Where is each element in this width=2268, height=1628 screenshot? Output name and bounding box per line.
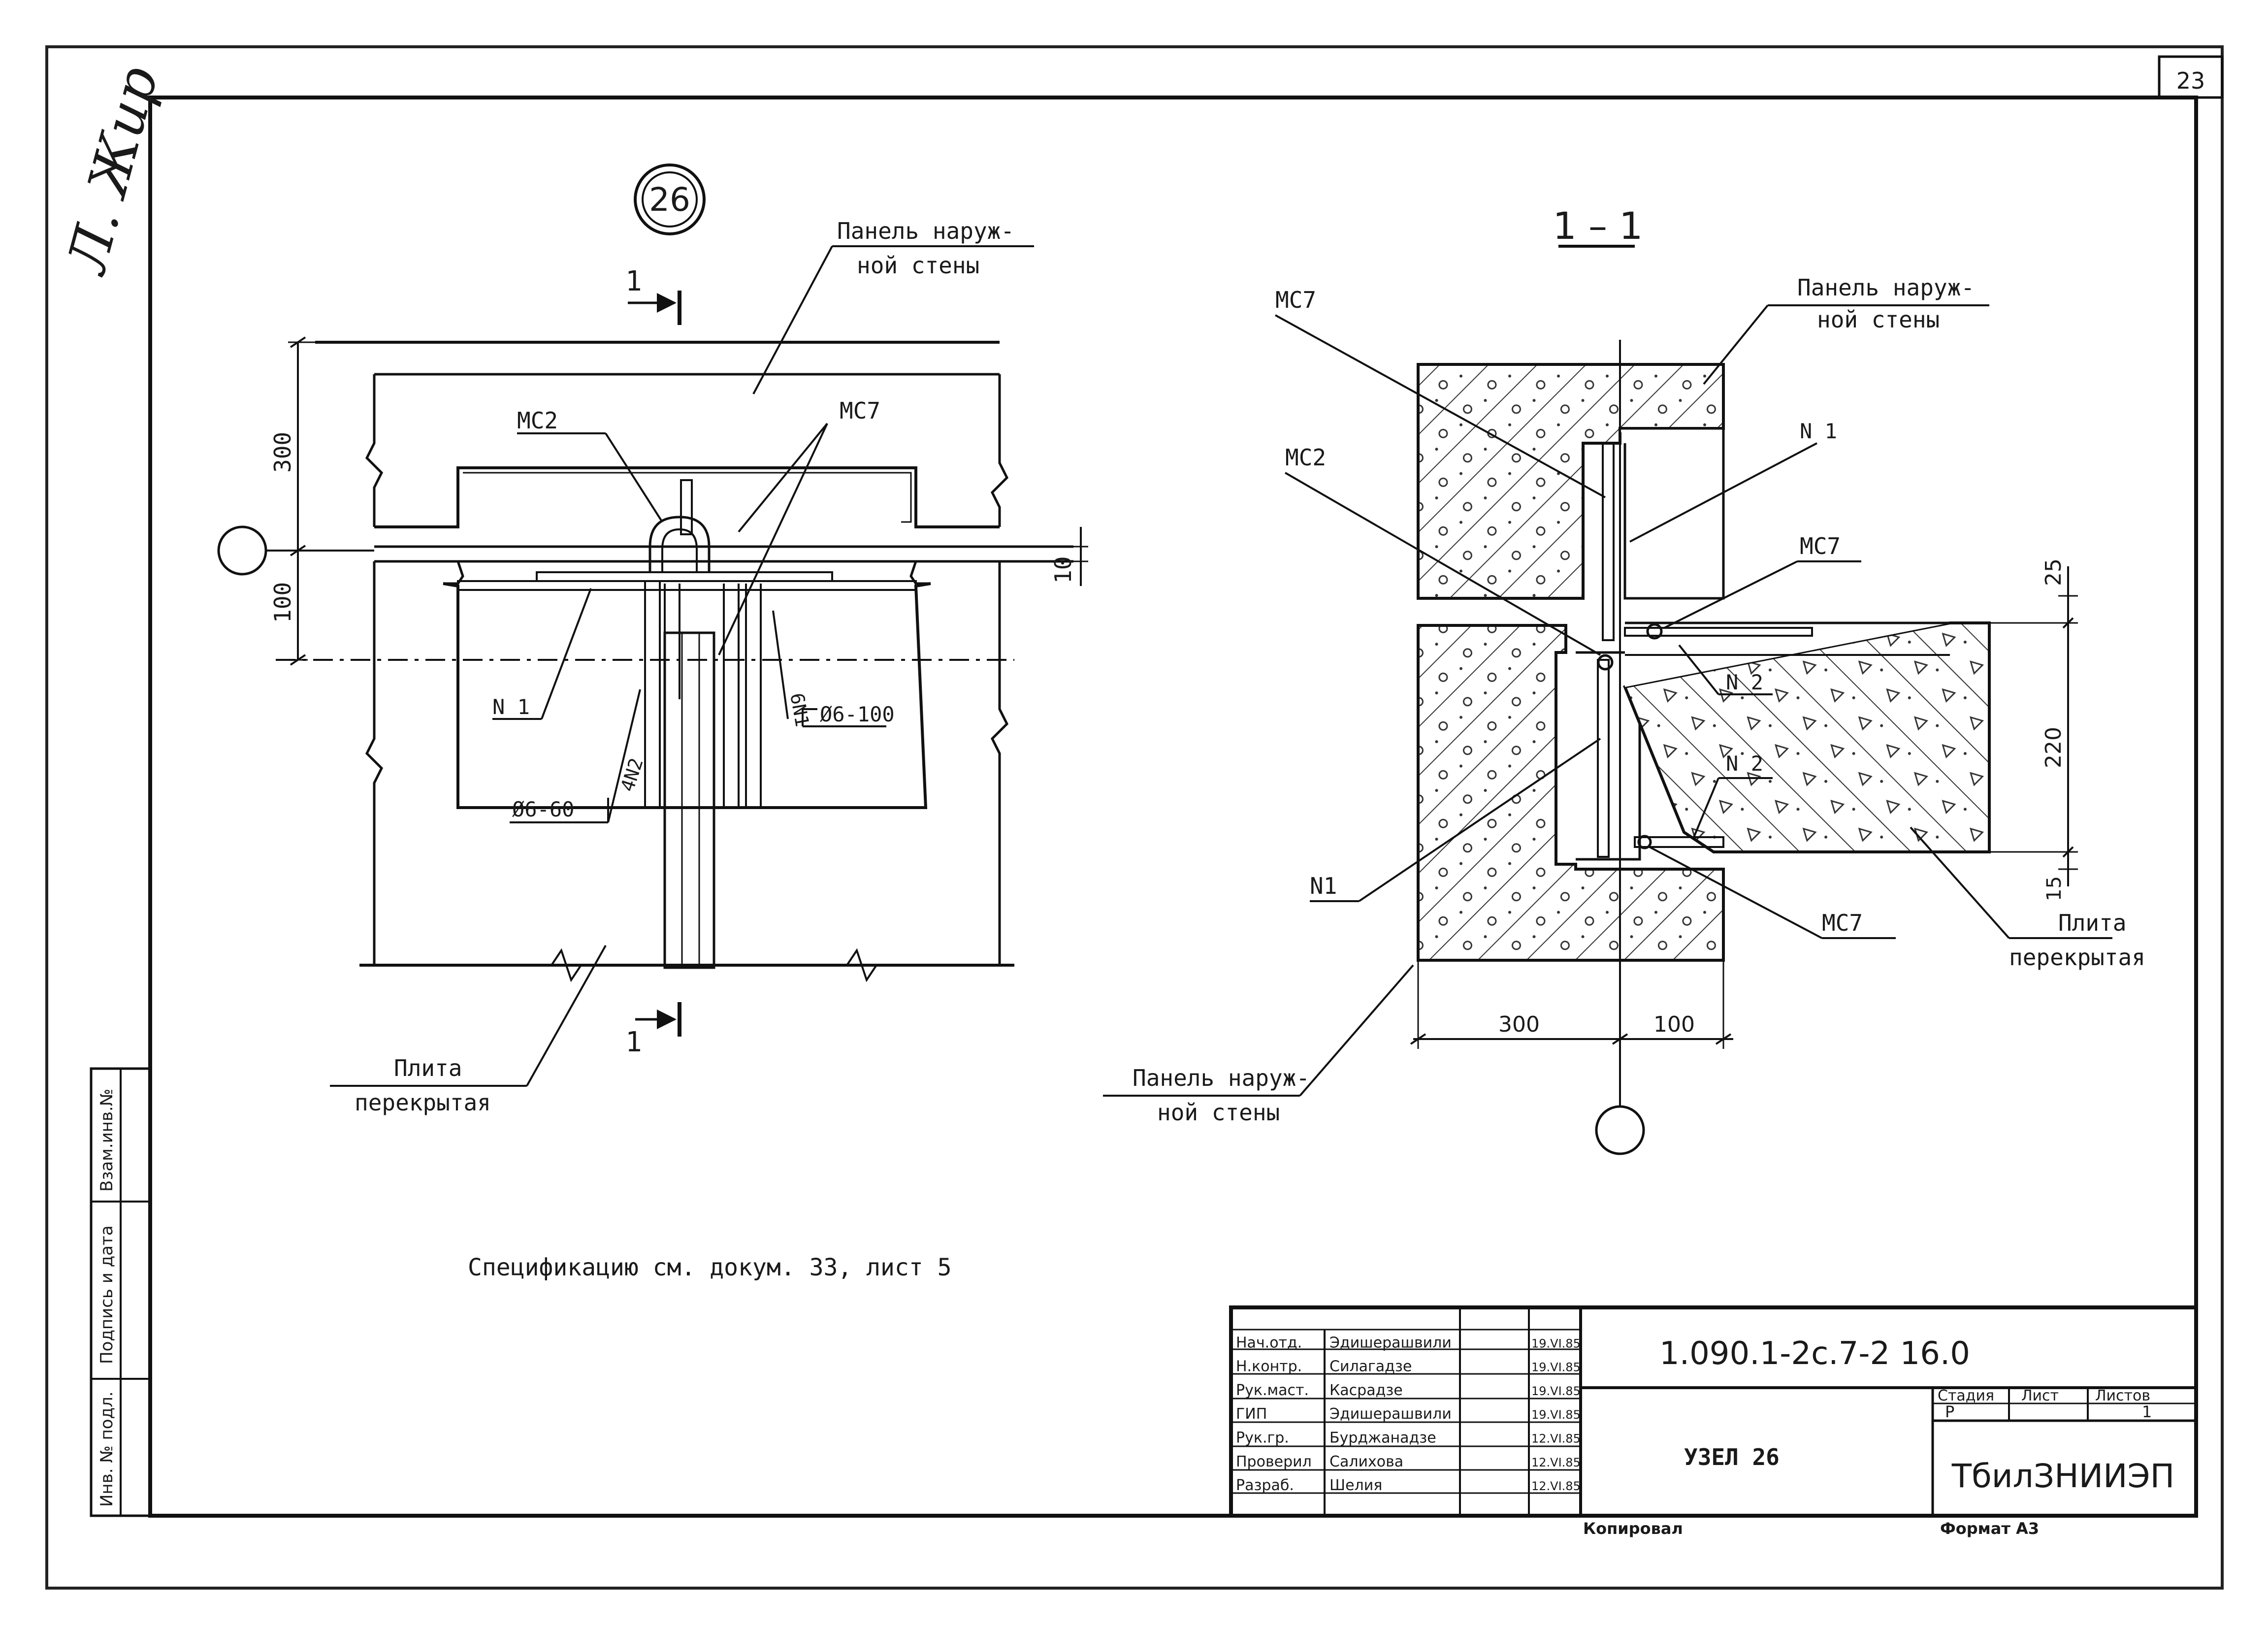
signature-role: Разраб. bbox=[1236, 1477, 1294, 1494]
plan-label-4n2: 4N2 bbox=[616, 755, 648, 794]
signature-name: Шелия bbox=[1329, 1477, 1382, 1494]
signature-date: 19.VI.85 bbox=[1531, 1336, 1581, 1350]
side-stamp-signature-label: Подпись и дата bbox=[97, 1225, 117, 1364]
section-label-panel-bottom-line1: Панель наруж- bbox=[1133, 1065, 1310, 1091]
copied-label: Копировал bbox=[1583, 1519, 1683, 1538]
signature-role: Рук.маст. bbox=[1236, 1382, 1309, 1399]
organization-name: ТбилЗНИИЭП bbox=[1951, 1457, 2175, 1495]
signature-date: 12.VI.85 bbox=[1531, 1456, 1581, 1469]
section-label-n2-lower: N 2 bbox=[1726, 751, 1763, 776]
section-dim-25: 25 bbox=[2041, 558, 2066, 586]
signature-date: 19.VI.85 bbox=[1531, 1408, 1581, 1422]
section-label-mc7-top: МС7 bbox=[1275, 287, 1316, 313]
section-cut-top-label: 1 bbox=[625, 265, 642, 297]
plan-label-mc2: МС2 bbox=[517, 407, 558, 434]
section-label-mc2: МС2 bbox=[1285, 444, 1326, 471]
side-stamp-replace-label: Взам.инв.№ bbox=[97, 1089, 117, 1192]
format-label: Формат А3 bbox=[1940, 1519, 2039, 1538]
signature-role: Нач.отд. bbox=[1236, 1334, 1302, 1351]
section-label-panel-top-line1: Панель наруж- bbox=[1797, 274, 1975, 301]
signature-role: ГИП bbox=[1236, 1405, 1267, 1423]
inner-frame bbox=[148, 96, 2198, 1518]
side-stamp-inv-label: Инв. № подл. bbox=[97, 1391, 117, 1507]
section-title: 1 – 1 bbox=[1553, 204, 1643, 248]
plan-label-d6-60: Ø6-60 bbox=[512, 797, 574, 821]
section-label-slab-line1: Плита bbox=[2058, 910, 2126, 936]
signature-name: Салихова bbox=[1329, 1453, 1403, 1470]
page-number: 23 bbox=[2176, 67, 2205, 94]
side-stamp: Инв. № подл. Подпись и дата Взам.инв.№ bbox=[90, 1067, 152, 1517]
plan-label-panel-line2: ной стены bbox=[857, 252, 979, 279]
plan-view: 26 bbox=[217, 163, 1088, 1116]
document-code: 1.090.1-2с.7-2 16.0 bbox=[1659, 1335, 1970, 1372]
plan-dim-300: 300 bbox=[269, 432, 296, 473]
section-dim-300: 300 bbox=[1498, 1012, 1540, 1037]
plan-label-slab-line2: перекрытая bbox=[355, 1089, 491, 1116]
margin-signature: Л. Жир bbox=[54, 60, 170, 282]
plan-label-panel-line1: Панель наруж- bbox=[837, 218, 1014, 244]
signature-name: Эдишерашвили bbox=[1329, 1334, 1452, 1351]
axis-bubble-left bbox=[217, 525, 267, 576]
plan-label-n1: N 1 bbox=[492, 695, 530, 719]
signature-date: 12.VI.85 bbox=[1531, 1432, 1581, 1446]
section-label-n2-upper: N 2 bbox=[1726, 670, 1763, 694]
drawing-name: УЗЕЛ 26 bbox=[1684, 1444, 1780, 1470]
signature-date: 19.VI.85 bbox=[1531, 1361, 1581, 1374]
spec-note: Спецификацию см. докум. 33, лист 5 bbox=[468, 1254, 952, 1281]
stage-value: Р bbox=[1945, 1402, 1954, 1421]
section-view: 1 – 1 300 100 bbox=[1103, 204, 2145, 1155]
signature-name: Касрадзе bbox=[1329, 1382, 1403, 1399]
plan-dim-100: 100 bbox=[269, 582, 296, 623]
signature-role: Н.контр. bbox=[1236, 1358, 1302, 1375]
section-label-slab-line2: перекрытая bbox=[2009, 944, 2145, 971]
signature-name: Силагадзе bbox=[1329, 1358, 1412, 1375]
section-label-panel-bottom-line2: ной стены bbox=[1157, 1099, 1280, 1126]
signature-role: Проверил bbox=[1236, 1453, 1312, 1470]
section-cut-bottom-label: 1 bbox=[625, 1026, 642, 1058]
outer-frame bbox=[45, 45, 2224, 1590]
stage-header: Стадия bbox=[1938, 1387, 1994, 1404]
section-dim-100: 100 bbox=[1653, 1012, 1695, 1037]
section-label-mc7-bottom: МС7 bbox=[1822, 910, 1863, 936]
page-number-box bbox=[2158, 55, 2224, 99]
section-label-n1-top: N 1 bbox=[1800, 419, 1837, 443]
sheets-header: Листов bbox=[2095, 1387, 2150, 1404]
sheets-value: 1 bbox=[2142, 1402, 2152, 1421]
section-dim-220: 220 bbox=[2041, 727, 2066, 768]
node-number: 26 bbox=[649, 181, 690, 219]
section-label-n1-left: N1 bbox=[1310, 873, 1337, 899]
signature-name: Эдишерашвили bbox=[1329, 1405, 1452, 1423]
signature-date: 19.VI.85 bbox=[1531, 1384, 1581, 1398]
plan-label-6n1: 6N1 bbox=[786, 691, 813, 728]
section-dim-15: 15 bbox=[2043, 876, 2066, 901]
signature-date: 12.VI.85 bbox=[1531, 1479, 1581, 1493]
sheet-header: Лист bbox=[2021, 1387, 2059, 1404]
plan-dim-10: 10 bbox=[1050, 556, 1076, 584]
plan-label-mc7: МС7 bbox=[840, 397, 880, 424]
section-label-panel-top-line2: ной стены bbox=[1817, 306, 1940, 333]
signature-role: Рук.гр. bbox=[1236, 1430, 1289, 1447]
plan-label-slab-line1: Плита bbox=[394, 1055, 462, 1081]
signature-name: Бурджанадзе bbox=[1329, 1430, 1436, 1447]
node-number-circle bbox=[634, 163, 706, 235]
title-block bbox=[1229, 1305, 2198, 1518]
section-label-mc7-mid: МС7 bbox=[1800, 533, 1841, 559]
axis-bubble-bottom bbox=[1595, 1105, 1645, 1155]
plan-label-d6-100: Ø6-100 bbox=[820, 702, 895, 726]
